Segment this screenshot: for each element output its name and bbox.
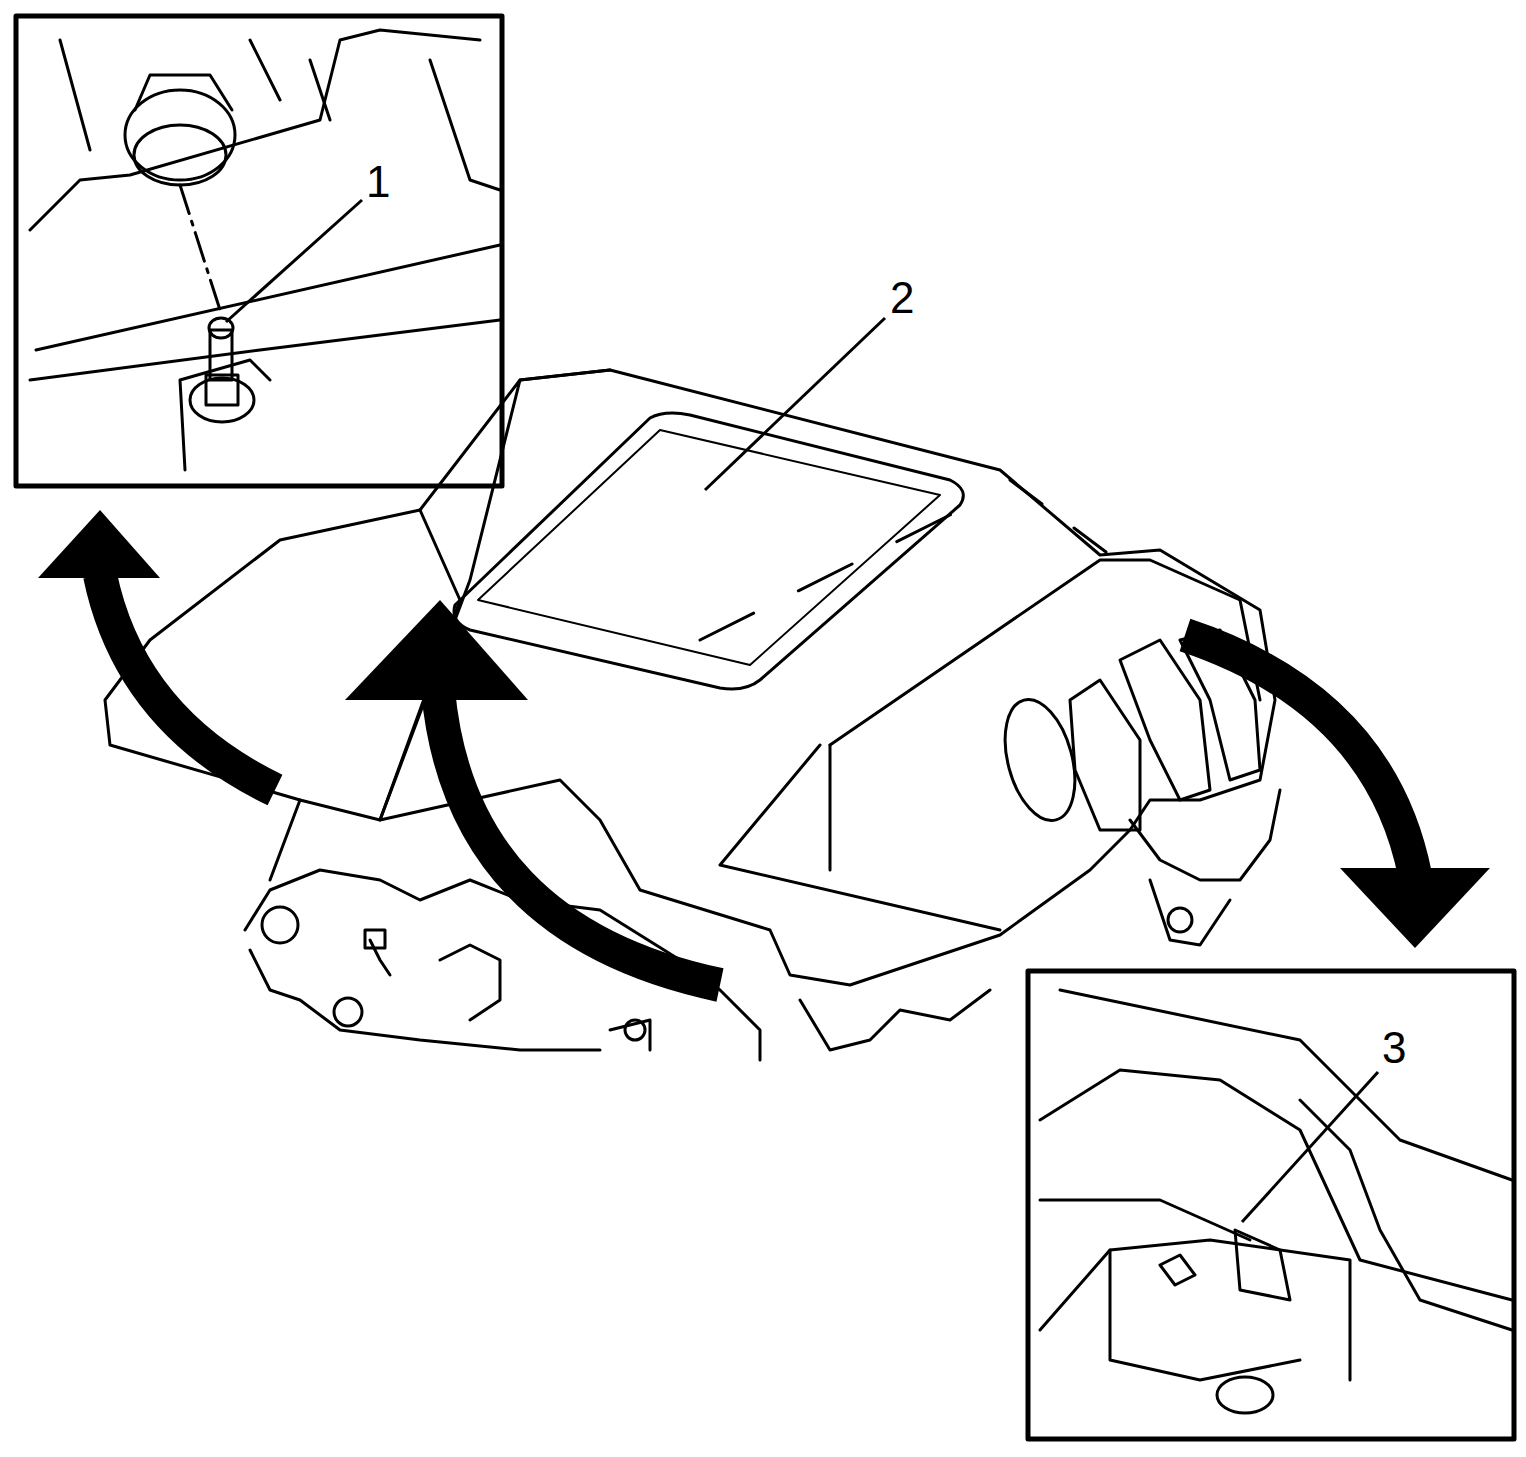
callout-number: 3 — [1380, 1026, 1408, 1070]
callout-number: 2 — [888, 276, 916, 320]
callout-number: 1 — [364, 160, 392, 204]
